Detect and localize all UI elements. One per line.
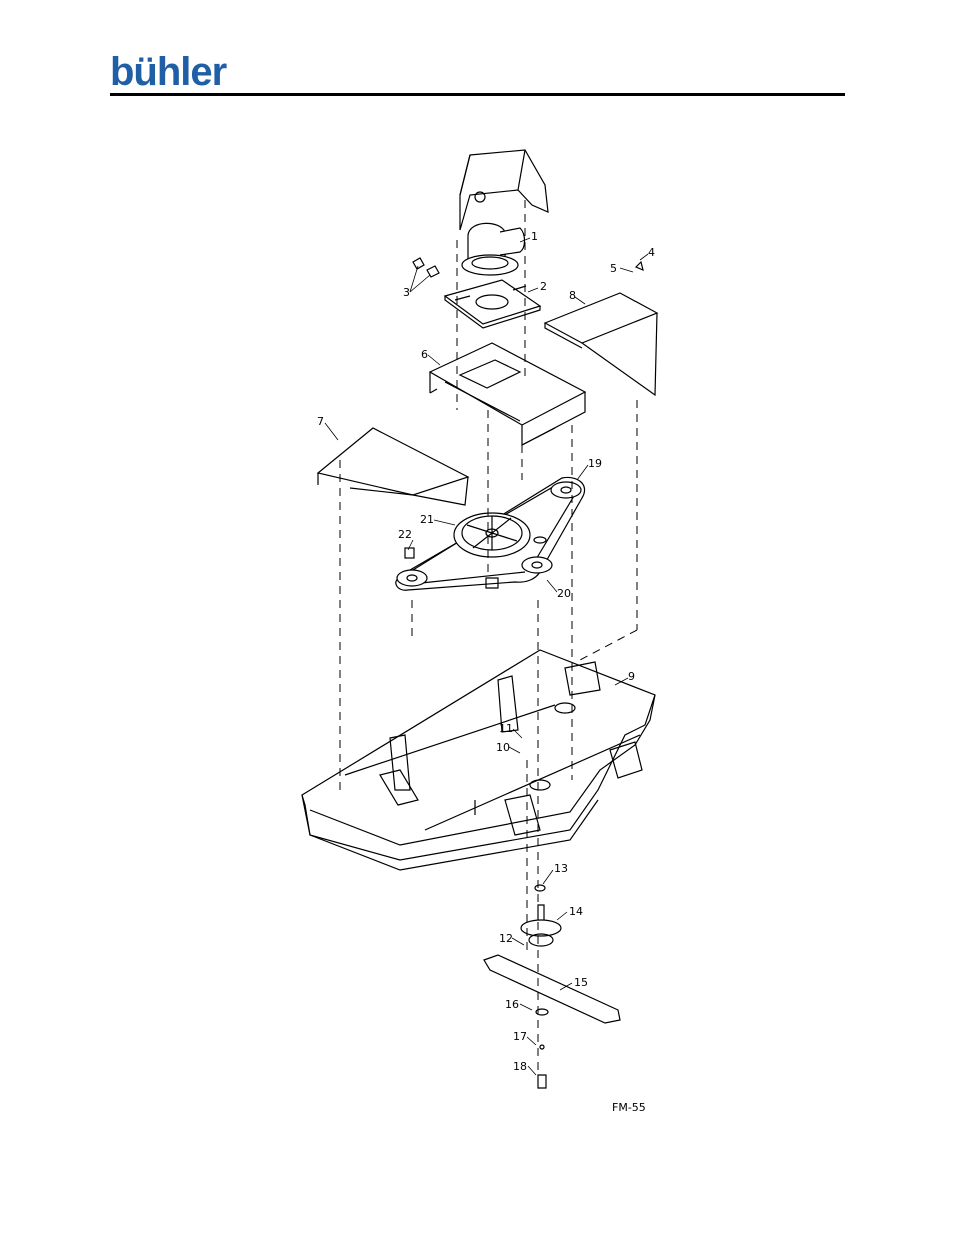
callout-2: 2 [540,280,547,293]
callout-13: 13 [554,862,568,875]
callout-1: 1 [531,230,538,243]
callout-14: 14 [569,905,583,918]
pulley-belt-assembly [396,477,585,590]
belt-frame [430,343,585,445]
drawing-code: FM-55 [612,1101,646,1114]
callout-15: 15 [574,976,588,989]
callout-22: 22 [398,528,412,541]
callout-12: 12 [499,932,513,945]
callout-10: 10 [496,741,510,754]
callout-7: 7 [317,415,324,428]
nut [427,266,439,277]
blade-bolt [538,1075,546,1088]
callout-21: 21 [420,513,434,526]
mounting-plate [445,280,540,328]
bolt [636,262,643,270]
callout-5: 5 [610,262,617,275]
gearbox [460,150,548,275]
lock-washer [540,1045,544,1049]
mower-deck [302,650,655,870]
callout-16: 16 [505,998,519,1011]
callout-9: 9 [628,670,635,683]
mower-blade [484,955,620,1023]
callout-6: 6 [421,348,428,361]
callout-4: 4 [648,246,655,259]
callout-3: 3 [403,286,410,299]
callout-20: 20 [557,587,571,600]
callout-17: 17 [513,1030,527,1043]
nut [413,258,424,269]
callout-18: 18 [513,1060,527,1073]
callout-8: 8 [569,289,576,302]
callout-11: 11 [499,722,513,735]
callout-19: 19 [588,457,602,470]
